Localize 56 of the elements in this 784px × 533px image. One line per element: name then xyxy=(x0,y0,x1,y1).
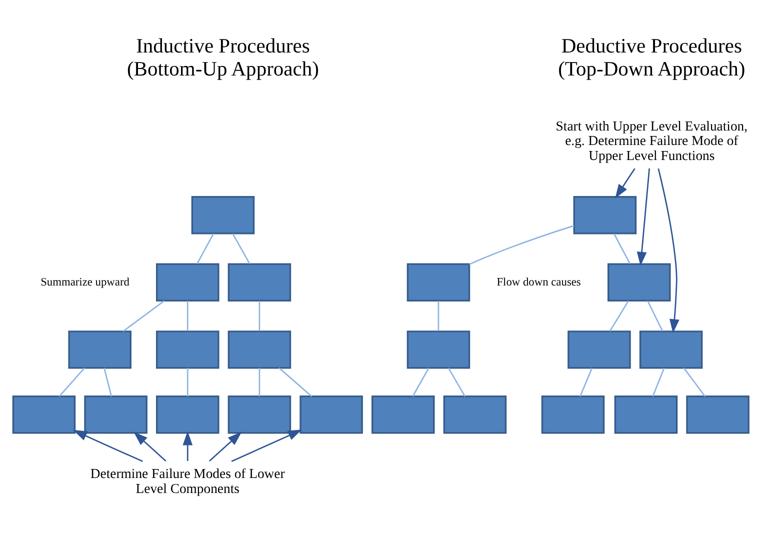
connector xyxy=(652,367,665,396)
node-box xyxy=(371,395,435,434)
node-box xyxy=(443,395,507,434)
node-box xyxy=(573,196,637,234)
connector xyxy=(448,367,466,396)
connector xyxy=(412,367,430,396)
node-box xyxy=(639,330,703,368)
connector xyxy=(258,367,260,396)
connector xyxy=(683,367,706,396)
connector xyxy=(186,300,188,331)
node-box xyxy=(156,395,220,434)
connector xyxy=(613,232,631,264)
connector xyxy=(196,232,214,264)
node-box xyxy=(156,330,220,368)
node-box xyxy=(12,395,76,434)
connector xyxy=(469,224,574,265)
label: Inductive Procedures (Bottom-Up Approach) xyxy=(126,35,319,80)
arrow xyxy=(209,431,242,462)
node-box xyxy=(68,330,132,368)
node-box xyxy=(541,395,605,434)
connector xyxy=(647,300,664,331)
node-box xyxy=(228,262,292,301)
connector xyxy=(580,367,593,396)
node-box xyxy=(300,395,363,434)
node-box xyxy=(228,395,292,434)
node-box xyxy=(406,330,470,368)
node-text: Start with Upper Level Evaluation, e.g. Determine Failure Mode of Upper Level Functions xyxy=(556,118,748,162)
node-box xyxy=(84,395,148,434)
connector xyxy=(122,300,165,332)
node-box xyxy=(156,262,220,301)
node-box xyxy=(191,196,255,234)
connector xyxy=(609,300,630,331)
node-box xyxy=(686,395,750,434)
node-box xyxy=(228,330,292,368)
node-box xyxy=(568,330,631,368)
arrow xyxy=(182,430,193,461)
arrow xyxy=(231,429,302,462)
connector xyxy=(278,366,312,396)
connector xyxy=(232,232,250,264)
node-box xyxy=(607,262,671,301)
arrow xyxy=(134,431,166,462)
node-box xyxy=(406,262,470,301)
connector xyxy=(58,366,86,396)
label: Flow down causes xyxy=(496,276,581,288)
connector xyxy=(258,300,260,331)
connector xyxy=(104,367,112,396)
node-text: Determine Failure Modes of Lower Level Components xyxy=(90,466,285,496)
arrow xyxy=(658,168,680,333)
label: Deductive Procedures (Top-Down Approach) xyxy=(558,35,746,80)
arrow xyxy=(636,168,650,266)
label: Summarize upward xyxy=(40,276,130,288)
node-box xyxy=(614,395,678,434)
connector xyxy=(186,367,188,396)
arrow xyxy=(615,168,636,198)
arrow xyxy=(72,429,143,462)
connector xyxy=(438,300,440,331)
